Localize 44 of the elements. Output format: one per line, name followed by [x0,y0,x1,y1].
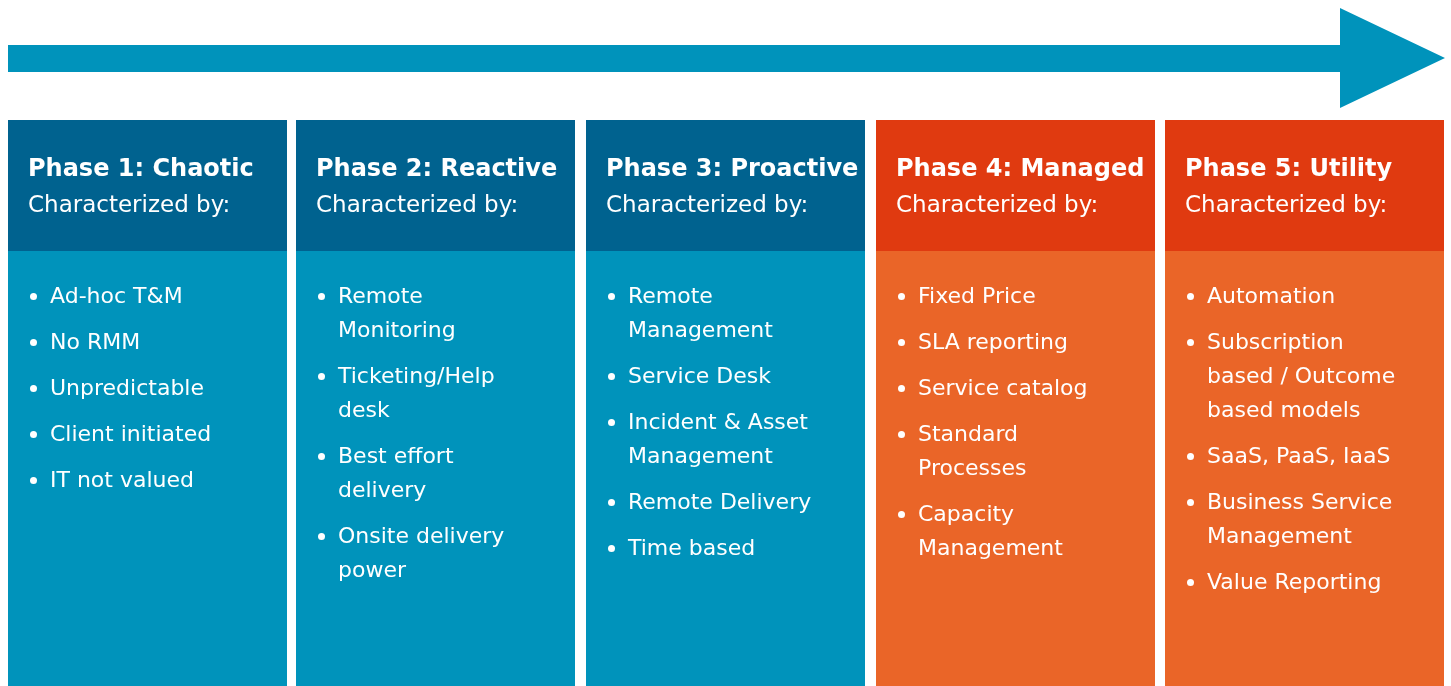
phase-panel [1165,251,1444,686]
bullet-text: SLA reporting [918,329,1068,354]
phase-panel [8,251,287,686]
phase-subtitle: Characterized by: [1185,190,1389,219]
phase-panel [586,251,865,686]
bullet-text: No RMM [50,329,141,354]
bullet-text: Service catalog [918,375,1088,400]
phase-title: Phase 4: Managed [896,153,1145,184]
bullet-text: Capacity Management [918,501,1063,560]
bullet-text: Standard Processes [918,421,1027,480]
bullet-text: Automation [1207,283,1336,308]
phase-title: Phase 5: Utility [1185,153,1394,184]
bullet-text: Time based [628,535,756,560]
bullet-text: Unpredictable [50,375,204,400]
bullet-text: IT not valued [50,467,194,492]
bullet-text: Onsite delivery power [338,523,505,582]
bullet-text: Best effort delivery [338,443,454,502]
phase-header [1165,120,1444,251]
phase-subtitle: Characterized by: [606,190,810,219]
bullet-text: Value Reporting [1207,569,1382,594]
phase-subtitle: Characterized by: [316,190,520,219]
phase-header [296,120,575,251]
phase-header [8,120,287,251]
bullet-text: Ticketing/Help desk [338,363,495,422]
bullet-text: Fixed Price [918,283,1036,308]
phase-title: Phase 2: Reactive [316,153,559,184]
bullet-text: Ad-hoc T&M [50,283,183,308]
bullet-text: Subscription based / Outcome based models [1207,329,1396,422]
phase-title: Phase 1: Chaotic [28,153,255,184]
phase-panel [876,251,1155,686]
bullet-text: SaaS, PaaS, IaaS [1207,443,1391,468]
phase-title: Phase 3: Proactive [606,153,855,184]
bullet-text: Service Desk [628,363,771,388]
phase-panel [296,251,575,686]
phase-header [586,120,865,251]
bullet-text: Remote Delivery [628,489,812,514]
bullet-text: Business Service Management [1207,489,1393,548]
bullet-text: Remote Monitoring [338,283,456,342]
phase-header [876,120,1155,251]
phase-subtitle: Characterized by: [896,190,1100,219]
phase-subtitle: Characterized by: [28,190,232,219]
bullet-text: Remote Management [628,283,773,342]
bullet-text: Client initiated [50,421,212,446]
bullet-text: Incident & Asset Management [628,409,808,468]
